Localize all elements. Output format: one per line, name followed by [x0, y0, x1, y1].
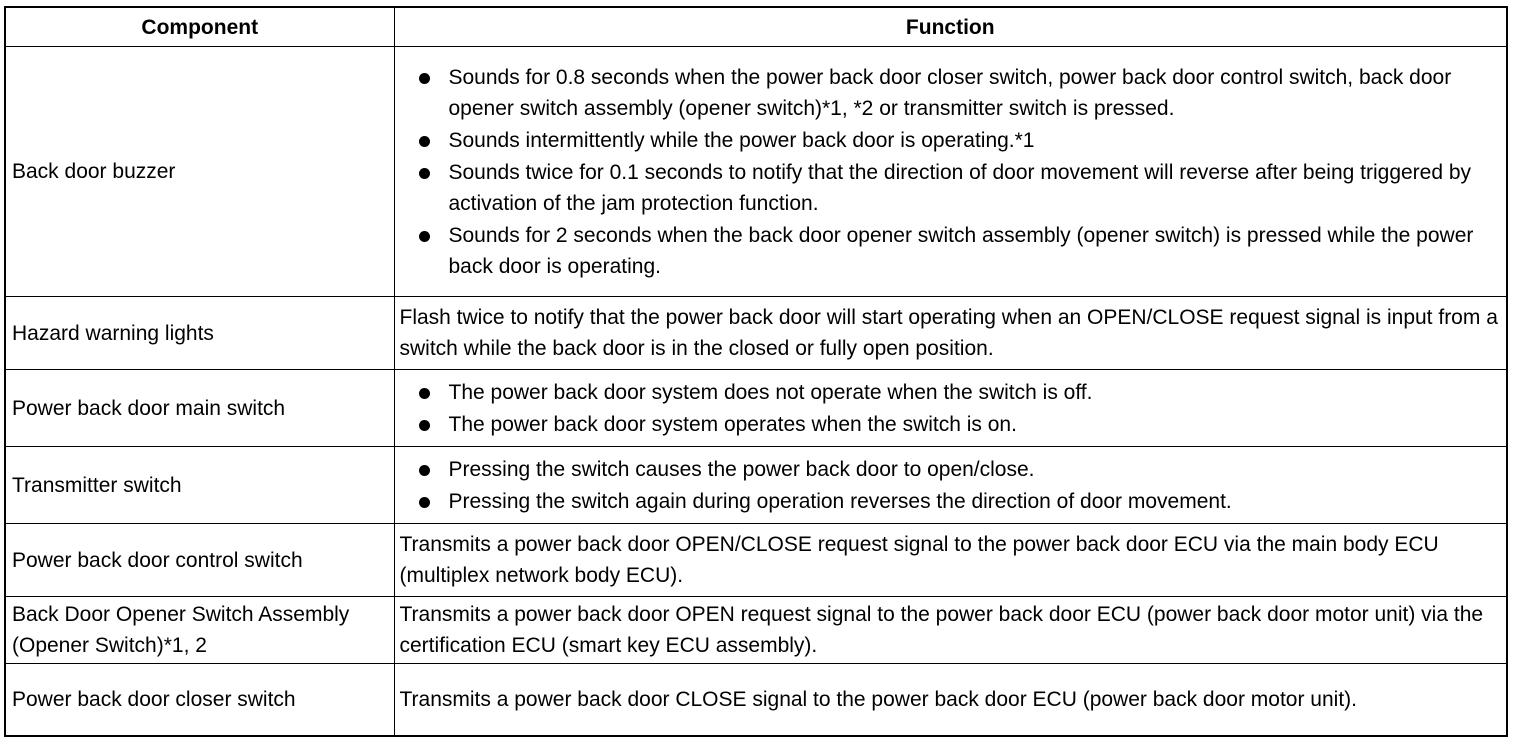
bullet-text: Sounds for 2 seconds when the back door … [448, 223, 1474, 278]
table-row: Hazard warning lights Flash twice to not… [4, 296, 1508, 370]
bullet-text: Pressing the switch again during operati… [448, 489, 1232, 513]
bullet-item: Sounds twice for 0.1 seconds to notify t… [400, 157, 1503, 219]
function-bullet-list: Pressing the switch causes the power bac… [400, 454, 1503, 517]
component-column-header: Component [4, 6, 395, 47]
table-row: Back Door Opener Switch Assembly (Opener… [4, 596, 1508, 664]
table-row: Transmitter switch Pressing the switch c… [4, 446, 1508, 524]
bullet-item: Pressing the switch again during operati… [400, 486, 1503, 517]
component-cell: Transmitter switch [4, 446, 395, 524]
table-row: Back door buzzer Sounds for 0.8 seconds … [4, 46, 1508, 297]
function-cell: Transmits a power back door CLOSE signal… [393, 663, 1508, 737]
bullet-item: The power back door system does not oper… [400, 377, 1503, 408]
function-cell: Flash twice to notify that the power bac… [393, 296, 1508, 370]
bullet-item: Pressing the switch causes the power bac… [400, 454, 1503, 485]
bullet-text: The power back door system operates when… [448, 412, 1017, 436]
table-row: Power back door main switch The power ba… [4, 369, 1508, 447]
bullet-item: The power back door system operates when… [400, 409, 1503, 440]
component-function-table: Component Function Back door buzzer Soun… [4, 6, 1508, 737]
table-row: Power back door control switch Transmits… [4, 523, 1508, 597]
bullet-dot-icon [418, 230, 430, 242]
component-cell: Back door buzzer [4, 46, 395, 297]
bullet-dot-icon [418, 135, 430, 147]
component-cell: Power back door main switch [4, 369, 395, 447]
bullet-text: Sounds twice for 0.1 seconds to notify t… [448, 160, 1472, 215]
function-cell: The power back door system does not oper… [393, 369, 1508, 447]
table-row: Power back door closer switch Transmits … [4, 663, 1508, 737]
bullet-text: Sounds for 0.8 seconds when the power ba… [448, 65, 1452, 120]
bullet-item: Sounds intermittently while the power ba… [400, 125, 1503, 156]
component-cell: Hazard warning lights [4, 296, 395, 370]
component-cell: Power back door control switch [4, 523, 395, 597]
bullet-dot-icon [418, 167, 430, 179]
bullet-dot-icon [418, 419, 430, 431]
bullet-text: Pressing the switch causes the power bac… [448, 457, 1035, 481]
bullet-dot-icon [418, 387, 430, 399]
function-column-header: Function [393, 6, 1508, 47]
function-cell: Sounds for 0.8 seconds when the power ba… [393, 46, 1508, 297]
bullet-text: The power back door system does not oper… [448, 380, 1093, 404]
function-cell: Transmits a power back door OPEN/CLOSE r… [393, 523, 1508, 597]
function-bullet-list: The power back door system does not oper… [400, 377, 1503, 440]
function-cell: Transmits a power back door OPEN request… [393, 596, 1508, 664]
function-cell: Pressing the switch causes the power bac… [393, 446, 1508, 524]
bullet-text: Sounds intermittently while the power ba… [448, 128, 1035, 152]
bullet-dot-icon [418, 464, 430, 476]
component-cell: Power back door closer switch [4, 663, 395, 737]
function-bullet-list: Sounds for 0.8 seconds when the power ba… [400, 62, 1503, 282]
component-cell: Back Door Opener Switch Assembly (Opener… [4, 596, 395, 664]
bullet-dot-icon [418, 496, 430, 508]
table-header-row: Component Function [4, 6, 1508, 47]
bullet-dot-icon [418, 72, 430, 84]
document-page: Component Function Back door buzzer Soun… [4, 6, 1508, 737]
bullet-item: Sounds for 2 seconds when the back door … [400, 220, 1503, 282]
bullet-item: Sounds for 0.8 seconds when the power ba… [400, 62, 1503, 124]
